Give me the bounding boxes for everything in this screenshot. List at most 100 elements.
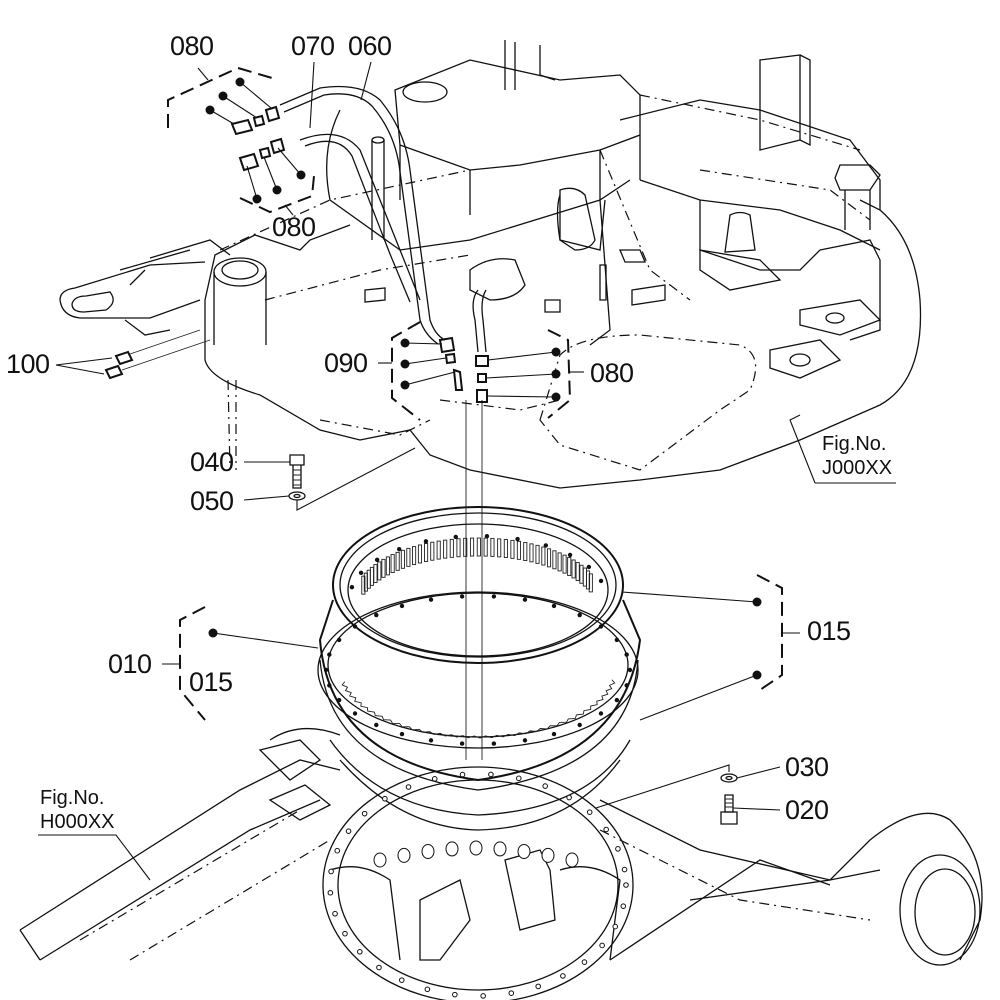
gear-tooth [497,538,502,558]
bolt-020-washer-030 [595,764,738,825]
lower-frame [19,727,983,1000]
callout-080-mid: 080 [272,212,316,242]
frame-bolt-hole [488,771,494,778]
frame-bolt-hole [431,776,438,782]
ring-bolt-hole [522,738,528,743]
frame-bolt-hole [623,882,629,888]
gear-tooth [562,554,567,574]
gear-tooth [417,544,423,564]
ring-bolt-hole [551,731,557,737]
ring-bolt-hole [374,722,379,728]
fitting-set-center [438,336,489,403]
outer-gear-teeth [341,679,616,739]
callout-leaders [38,61,896,881]
gear-tooth [424,543,429,562]
callout-080-top: 080 [170,31,214,61]
gear-tooth [463,537,468,557]
ring-bolt-hole [374,557,380,563]
callout-030: 030 [785,752,829,782]
ring-bolt-hole [336,637,342,643]
ring-bolt-hole [399,603,405,609]
gear-tooth [523,542,528,561]
frame-bolt-hole [603,826,609,833]
gear-tooth [361,575,366,595]
gear-tooth [412,546,417,566]
frame-bolt-hole [586,809,593,815]
gear-tooth [510,539,515,559]
callout-080-right: 080 [590,358,634,388]
callout-040: 040 [190,447,234,477]
gear-tooth [469,537,475,557]
figure-ref-lower[interactable]: Fig.No. H000XX [40,786,115,834]
callout-060: 060 [348,31,392,61]
frame-bolt-hole [535,983,541,990]
gear-tooth [456,538,461,558]
callout-070: 070 [291,31,335,61]
figure-ref-lower-label: Fig.No. [40,787,105,809]
gear-tooth [541,546,546,566]
callout-100: 100 [6,349,50,379]
ring-bolt-hole [327,683,332,688]
frame-bolt-hole [620,903,627,909]
frame-bolt-hole [357,949,363,955]
figure-ref-lower-number: H000XX [40,811,115,833]
ring-bolt-hole [358,570,364,575]
upper-frame [59,40,922,760]
gear-tooth [575,562,580,582]
frame-bolt-hole [328,868,334,875]
callout-010: 010 [108,649,152,679]
ring-bolt-hole [459,594,465,599]
frame-bolt-hole [542,783,548,789]
frame-pocket [421,844,435,860]
gear-tooth [430,541,435,561]
frame-bolt-hole [361,810,368,817]
gear-tooth [476,537,481,557]
gear-tooth [436,540,441,560]
frame-bolt-hole [424,986,431,993]
frame-pocket [565,852,579,868]
frame-bolt-hole [398,977,405,983]
ring-bolt-hole [522,597,528,602]
center-holes [327,771,629,999]
ring-bolt-hole [491,594,497,599]
callout-050: 050 [190,486,234,516]
frame-bolt-hole [452,991,458,998]
ring-bolt-hole [327,652,332,657]
figure-ref-upper[interactable]: Fig.No. J000XX [822,432,892,480]
ring-bolt-hole [598,624,604,629]
gear-tooth [390,554,395,574]
gear-tooth [571,559,576,579]
frame-pocket [397,847,411,863]
ring-bolt-hole [428,738,434,743]
ring-bolt-hole [396,546,402,552]
ring-bolt-hole [577,612,582,618]
frame-bolt-hole [376,964,382,971]
ring-bolt-hole [614,637,620,643]
gear-tooth [395,551,400,571]
frame-bolt-hole [560,973,566,979]
ring-bolt-hole [624,683,629,688]
frame-bolt-hole [405,784,412,790]
ring-bolt-hole [374,612,379,618]
frame-bolt-hole [327,889,334,896]
frame-bolt-hole [621,866,628,873]
frame-bolt-hole [508,990,515,996]
gear-tooth [406,547,411,567]
ring-bolt-hole [423,539,429,544]
ring-bolt-hole [352,624,358,629]
frame-pocket [541,847,555,863]
ring-bolt-hole [484,533,490,539]
gear-tooth [381,558,386,578]
ring-bolt-hole [567,552,573,558]
frame-pocket [517,844,531,860]
fitting-set-left [104,329,211,380]
ring-bolt-hole [459,741,465,746]
ring-bolt-hole [352,711,358,716]
gear-teeth [361,537,593,595]
frame-pocket [493,841,507,857]
gear-tooth [490,537,495,557]
ring-bolt-hole [614,697,620,703]
frame-bolt-hole [599,942,605,949]
outer-gear-profile [341,679,616,739]
ring-bolt-hole [323,667,329,673]
